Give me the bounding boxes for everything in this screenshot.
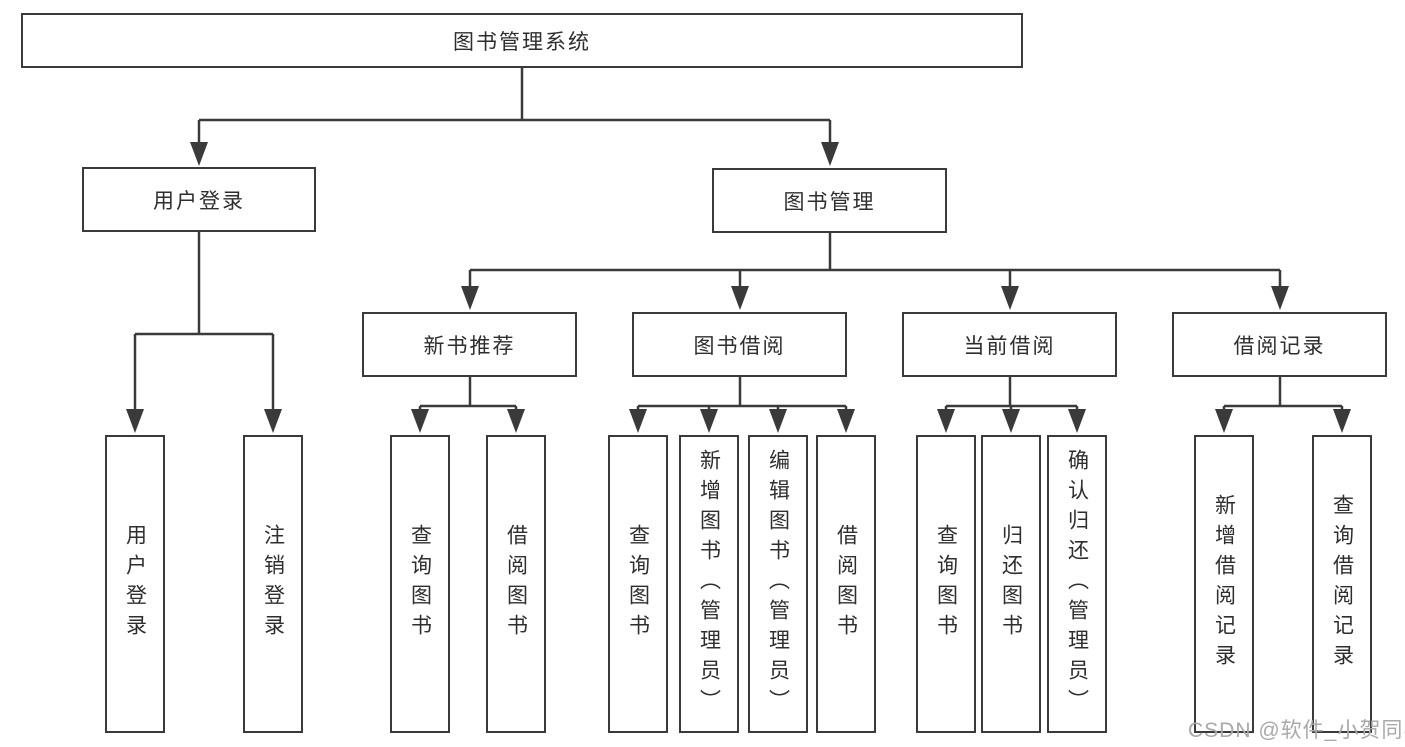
node-current-borrow: 当前借阅 <box>902 312 1117 377</box>
leaf-confirm-return-admin: 确认归还（管理员） <box>1047 435 1107 733</box>
leaf-query-books-current: 查询图书 <box>916 435 976 733</box>
leaf-query-books-borrow: 查询图书 <box>608 435 668 733</box>
node-borrow-records: 借阅记录 <box>1172 312 1387 377</box>
node-root: 图书管理系统 <box>21 13 1023 68</box>
leaf-add-borrow-record: 新增借阅记录 <box>1194 435 1254 733</box>
node-book-management: 图书管理 <box>712 168 947 233</box>
leaf-logout: 注销登录 <box>243 435 303 733</box>
csdn-watermark: CSDN @软件_小贺同学 <box>1188 719 1405 742</box>
leaf-borrow-books-borrow: 借阅图书 <box>816 435 876 733</box>
leaf-user-login: 用户登录 <box>105 435 165 733</box>
leaf-query-borrow-record: 查询借阅记录 <box>1312 435 1372 733</box>
node-user-login: 用户登录 <box>82 167 316 232</box>
leaf-edit-book-admin: 编辑图书（管理员） <box>748 435 808 733</box>
node-new-book-recommend: 新书推荐 <box>362 312 577 377</box>
leaf-return-book: 归还图书 <box>981 435 1041 733</box>
leaf-borrow-books-recommend: 借阅图书 <box>486 435 546 733</box>
leaf-add-book-admin: 新增图书（管理员） <box>679 435 739 733</box>
leaf-query-books-recommend: 查询图书 <box>390 435 450 733</box>
node-book-borrow: 图书借阅 <box>632 312 847 377</box>
